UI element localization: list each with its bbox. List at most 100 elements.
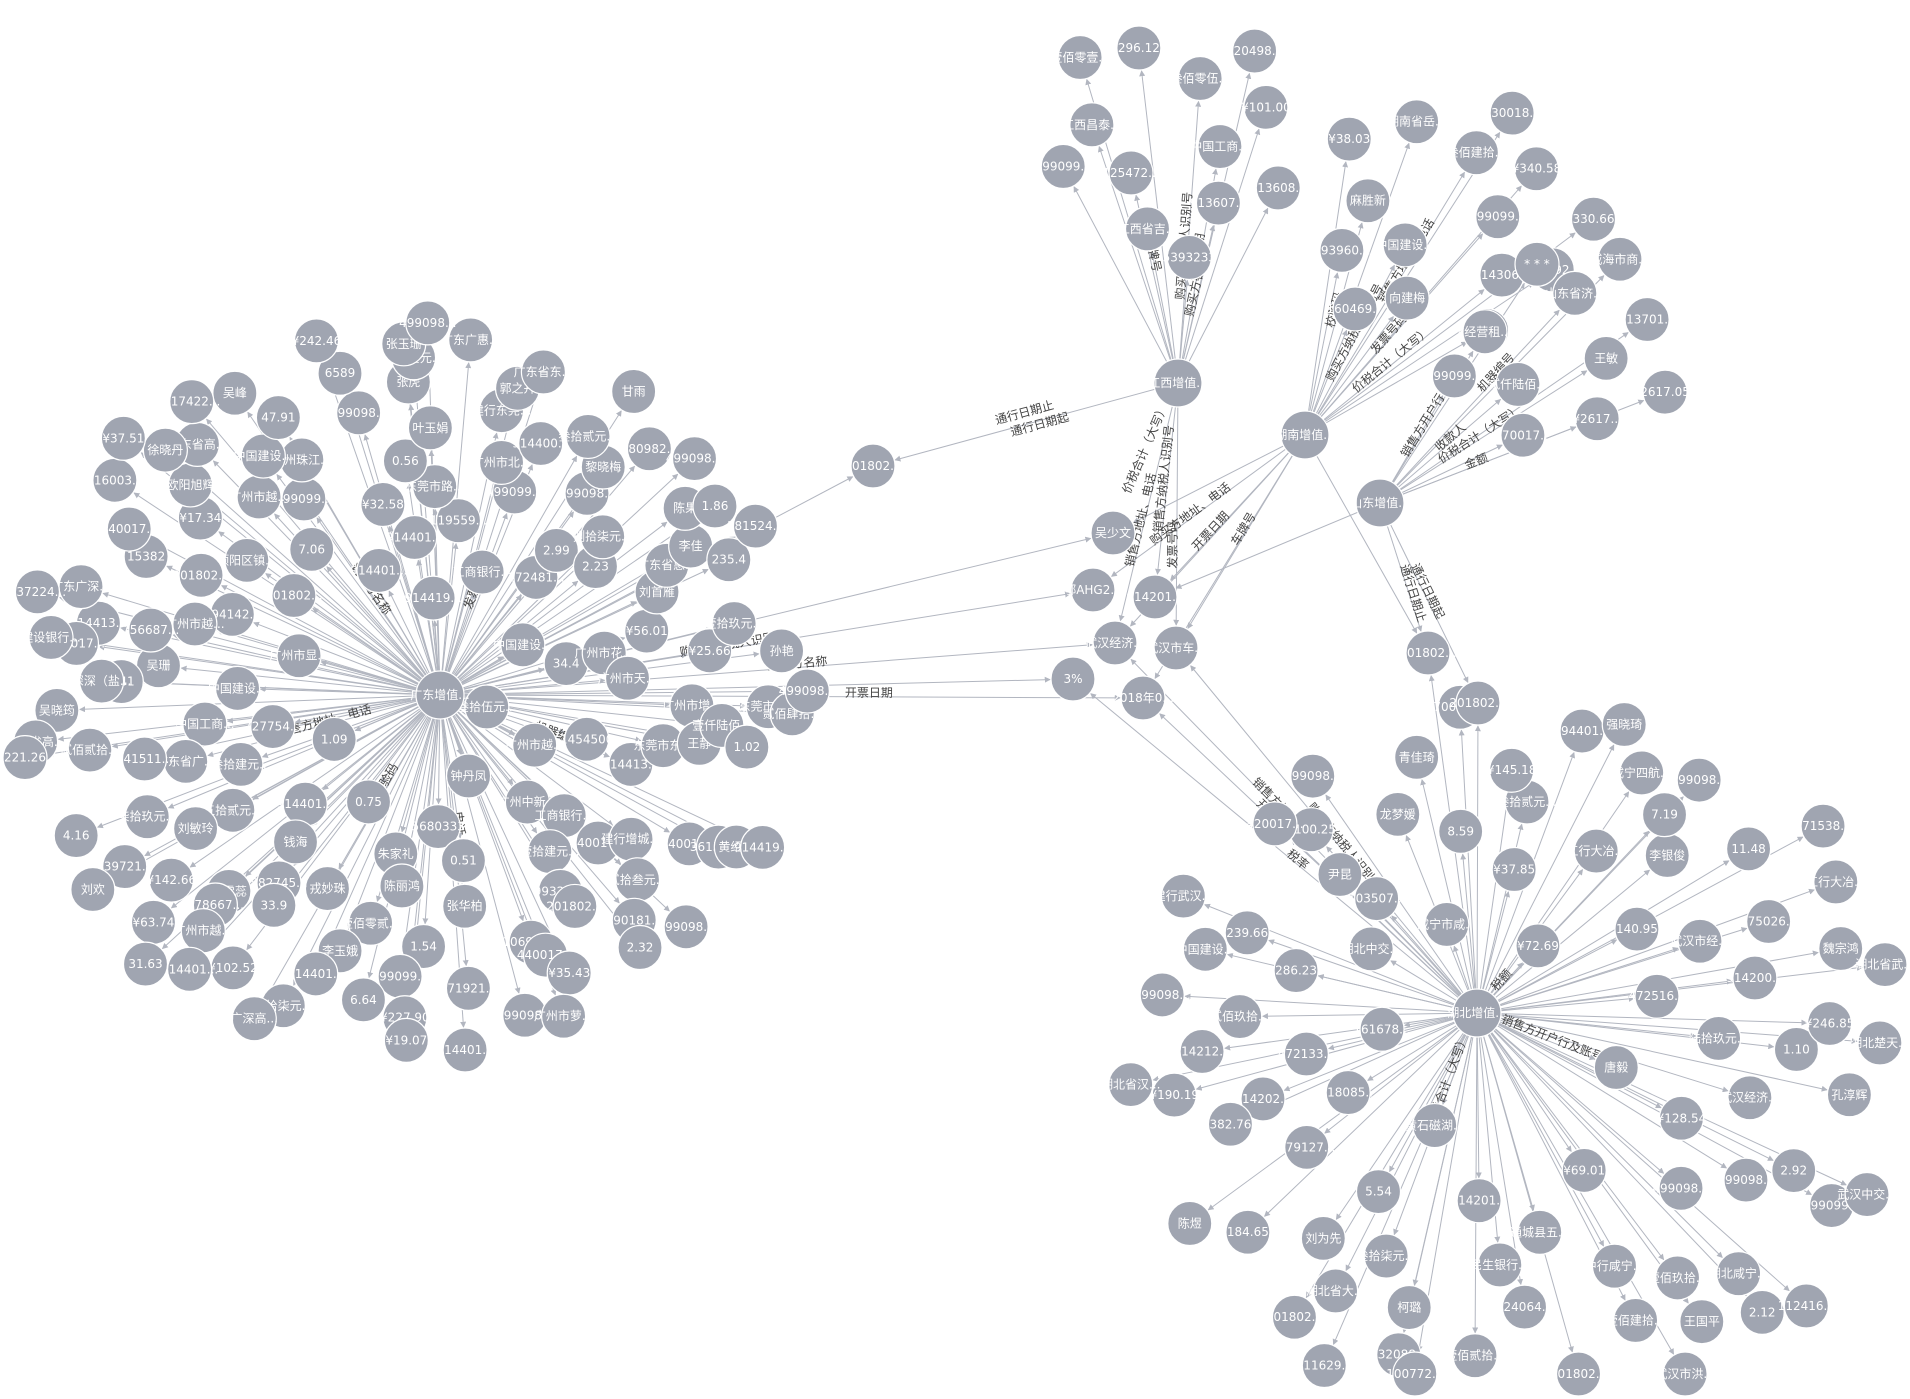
node-gd-leaf-130[interactable]: 吴峰 (212, 370, 258, 416)
node-gd-leaf-6[interactable]: 0.75 (345, 779, 392, 825)
node-hb-leaf-79[interactable]: 武汉市洪... (1655, 1351, 1715, 1397)
node-shared-s4[interactable]: 914201... (1126, 574, 1184, 620)
node-hub-jx[interactable]: 江西增值... (1148, 358, 1208, 408)
node-hb-leaf-16[interactable]: 499098... (1652, 1165, 1710, 1211)
node-gd-leaf-148[interactable]: 837224... (9, 569, 66, 615)
node-hb-leaf-10[interactable]: 140.95 (1614, 906, 1660, 952)
node-gd-leaf-36[interactable]: 东莞市路... (405, 464, 465, 510)
node-hn-leaf-0[interactable]: 499099... (1469, 194, 1526, 240)
node-hb-leaf-34[interactable]: 1.10 (1773, 1026, 1820, 1073)
node-hb-leaf-8[interactable]: ¥128.54 (1657, 1095, 1707, 1141)
node-gd-leaf-145[interactable]: 刘欢 (70, 866, 116, 913)
node-hn-leaf-12[interactable]: ¥38.03 (1326, 116, 1372, 162)
node-gd-leaf-27[interactable]: 钱海 (272, 819, 319, 865)
node-gd-leaf-49[interactable]: 0.56 (382, 438, 428, 484)
node-gd-leaf-25[interactable]: 294142... (204, 591, 261, 637)
node-hb-leaf-25[interactable]: 286.23 (1273, 947, 1319, 994)
node-hb-leaf-58[interactable]: 王国平 (1679, 1299, 1725, 1345)
node-hb-leaf-59[interactable]: 中国建设... (1176, 926, 1235, 972)
node-gd-leaf-40[interactable]: 戎妙珠 (304, 865, 351, 912)
node-hb-leaf-11[interactable]: 通城县五... (1510, 1209, 1569, 1255)
node-sd-leaf-6[interactable]: 370017... (1494, 412, 1552, 458)
node-hb-leaf-14[interactable]: 5.54 (1355, 1169, 1402, 1215)
node-hb-leaf-24[interactable]: 中行咸宁... (1585, 1243, 1644, 1289)
node-jx-leaf-0[interactable]: 中国工商... (1190, 123, 1250, 170)
node-hb-leaf-53[interactable]: 壹佰贰拾... (1445, 1333, 1505, 1379)
node-hb-leaf-3[interactable]: ¥69.01 (1561, 1147, 1607, 1194)
node-hb-leaf-57[interactable]: 咸宁四航... (1612, 750, 1671, 796)
node-gd-leaf-124[interactable]: ¥63.74 (130, 899, 177, 945)
node-shared-s6[interactable]: 武汉市车... (1146, 625, 1206, 671)
node-gd-leaf-88[interactable]: 欧阳旭辉 (166, 462, 214, 508)
node-gd-leaf-17[interactable]: 中国建设... (208, 665, 267, 712)
node-gd-leaf-7[interactable]: 914401... (350, 547, 408, 594)
node-gd-leaf-4[interactable]: 广州市显... (269, 633, 329, 679)
node-shared-s5[interactable]: 武汉经济... (1085, 620, 1145, 666)
node-hb-leaf-40[interactable]: 柯璐 (1386, 1284, 1432, 1331)
node-hb-leaf-29[interactable]: 499098... (1717, 1157, 1775, 1203)
node-gd-leaf-0[interactable]: 叁拾伍元... (457, 684, 517, 730)
node-hn-leaf-7[interactable]: 湖南省岳... (1387, 99, 1446, 145)
node-jx-leaf-3[interactable]: 913607... (1190, 180, 1247, 226)
node-hb-leaf-17[interactable]: 472133... (1278, 1031, 1335, 1077)
node-gd-leaf-42[interactable]: 914413... (602, 741, 660, 788)
node-hb-leaf-55[interactable]: 孔淳辉 (1826, 1072, 1873, 1118)
node-hb-leaf-60[interactable]: 魏宗鸿 (1818, 925, 1864, 972)
node-shared-s1[interactable]: 201802... (844, 443, 902, 489)
node-gd-leaf-143[interactable]: 317422... (163, 378, 220, 425)
node-gd-leaf-102[interactable]: 壹拾玖元... (704, 600, 764, 647)
node-gd-leaf-28[interactable]: ¥32.58 (360, 481, 406, 528)
node-jx-leaf-6[interactable]: 江西省吉... (1118, 206, 1177, 252)
node-shared-s9[interactable]: 201802... (1399, 630, 1457, 676)
node-gd-leaf-117[interactable]: 6589 (317, 350, 363, 396)
node-hb-leaf-71[interactable]: 2.12 (1739, 1289, 1785, 1335)
node-hb-leaf-5[interactable]: 472516... (1628, 973, 1686, 1019)
node-gd-leaf-115[interactable]: 235.4 (706, 537, 752, 583)
node-gd-leaf-41[interactable]: 499099... (275, 476, 333, 522)
node-gd-leaf-23[interactable]: 119559... (430, 498, 487, 544)
node-gd-leaf-77[interactable]: 柒拾玖元... (118, 794, 177, 840)
node-sd-leaf-4[interactable]: *经营租... (1458, 309, 1512, 355)
node-hb-leaf-42[interactable]: 2.92 (1771, 1148, 1817, 1194)
node-sd-leaf-8[interactable]: 2617.05 (1640, 369, 1690, 415)
node-shared-s7[interactable]: 3% (1050, 656, 1096, 702)
node-gd-leaf-45[interactable]: 张华柏 (442, 883, 488, 929)
node-hb-leaf-2[interactable]: ¥72.69 (1515, 923, 1561, 969)
node-hb-leaf-19[interactable]: 民生银行... (1470, 1242, 1530, 1288)
node-gd-leaf-147[interactable]: 广州市萝... (534, 993, 593, 1039)
node-gd-leaf-20[interactable]: 7.06 (289, 526, 335, 573)
node-gd-leaf-12[interactable]: 201802... (265, 572, 323, 619)
node-gd-leaf-122[interactable]: 徐晓丹 (142, 427, 188, 473)
node-gd-leaf-94[interactable]: 李佳 (668, 523, 714, 569)
node-hb-leaf-80[interactable]: 建行武汉... (1154, 873, 1213, 919)
node-sd-leaf-2[interactable]: 山东省济... (1545, 270, 1605, 317)
node-hb-leaf-7[interactable]: 咸宁市咸... (1417, 901, 1477, 948)
node-gd-leaf-108[interactable]: 6.64 (340, 977, 387, 1023)
node-gd-leaf-1[interactable]: 1.09 (311, 716, 357, 763)
node-gd-leaf-100[interactable]: 171921... (440, 965, 497, 1011)
node-shared-s8[interactable]: 2018年0... (1112, 675, 1174, 721)
node-gd-leaf-151[interactable]: ¥242.46 (292, 318, 342, 364)
node-gd-leaf-85[interactable]: 深深（盐... (72, 658, 131, 704)
node-jx-leaf-4[interactable]: 江西昌泰... (1062, 102, 1122, 148)
node-hb-leaf-50[interactable]: 湖北咸宁... (1709, 1251, 1768, 1297)
node-gd-leaf-149[interactable]: 181524... (727, 503, 784, 549)
node-hb-leaf-63[interactable]: 499099... (1803, 1182, 1860, 1229)
node-gd-leaf-133[interactable]: 广东省东... (514, 349, 573, 395)
node-hb-leaf-23[interactable]: 工行大冶... (1567, 828, 1626, 874)
node-gd-leaf-21[interactable]: 1454500 (560, 716, 613, 762)
node-gd-leaf-87[interactable]: 499099... (371, 953, 429, 999)
node-hb-leaf-75[interactable]: 499098... (1284, 753, 1341, 799)
node-gd-leaf-47[interactable]: ¥56.01 (624, 608, 670, 654)
node-gd-leaf-78[interactable]: 914400... (512, 420, 569, 467)
node-gd-leaf-30[interactable]: 中国工商... (175, 701, 235, 747)
node-gd-leaf-142[interactable]: ¥19.07 (383, 1017, 429, 1063)
node-gd-leaf-116[interactable]: ¥102.52 (208, 945, 258, 991)
node-gd-leaf-90[interactable]: ¥142.66 (146, 857, 196, 903)
node-jx-leaf-10[interactable]: 820498... (1226, 28, 1283, 74)
node-gd-leaf-127[interactable]: 建设银行... (21, 614, 81, 661)
node-gd-leaf-114[interactable]: 广东广深... (51, 564, 111, 610)
node-gd-leaf-99[interactable]: 叁拾贰元... (558, 413, 618, 460)
node-hb-leaf-28[interactable]: 8.59 (1438, 808, 1484, 854)
